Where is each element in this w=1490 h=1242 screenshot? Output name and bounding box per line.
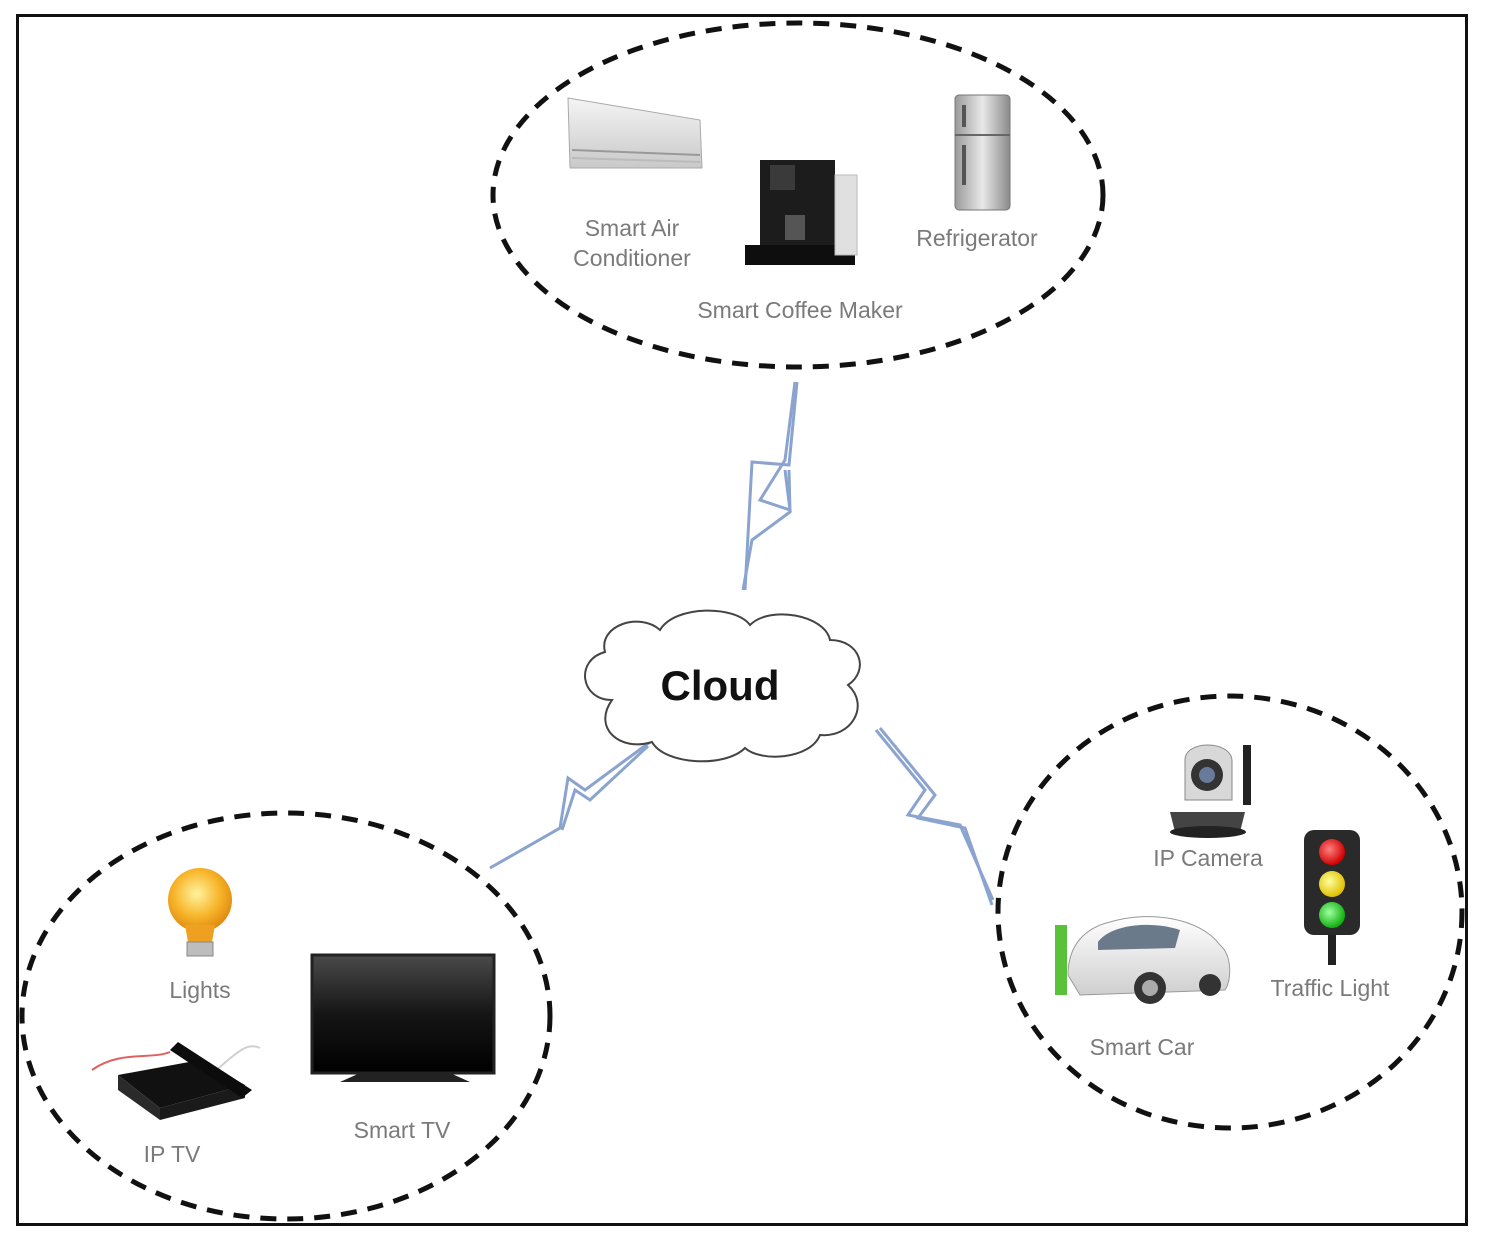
air-conditioner-label-line2: Conditioner: [573, 245, 691, 271]
cloud-icon: [584, 609, 861, 763]
refrigerator-icon: [954, 94, 1011, 211]
wireless-link-top: [741, 381, 799, 591]
light-bulb-icon: [168, 868, 232, 957]
traffic-light-icon: [1304, 830, 1360, 965]
smart-tv-label: Smart TV: [354, 1117, 451, 1143]
ip-camera-label: IP Camera: [1153, 845, 1263, 871]
wireless-link-left: [489, 740, 651, 870]
coffee-maker-label: Smart Coffee Maker: [697, 297, 903, 323]
ip-camera-icon: [1170, 744, 1251, 838]
cloud-node: Cloud: [584, 609, 861, 763]
top-group-boundary: [490, 20, 1106, 370]
wireless-link-right: [874, 727, 995, 906]
refrigerator-label: Refrigerator: [916, 225, 1038, 251]
smart-car-label: Smart Car: [1090, 1034, 1195, 1060]
bottom-right-group-boundary: [995, 693, 1465, 1131]
coffee-maker-icon: [745, 160, 858, 265]
traffic-light-label: Traffic Light: [1271, 975, 1390, 1001]
lights-label: Lights: [169, 977, 230, 1003]
ip-tv-box-icon: [91, 1042, 261, 1120]
cloud-label: Cloud: [661, 662, 780, 709]
bottom-left-group-boundary: [19, 810, 553, 1222]
ip-tv-label: IP TV: [144, 1141, 201, 1167]
smart-tv-icon: [310, 953, 496, 1082]
air-conditioner-label-line1: Smart Air: [585, 215, 680, 241]
smart-car-icon: [1055, 916, 1231, 1004]
air-conditioner-icon: [567, 97, 703, 169]
